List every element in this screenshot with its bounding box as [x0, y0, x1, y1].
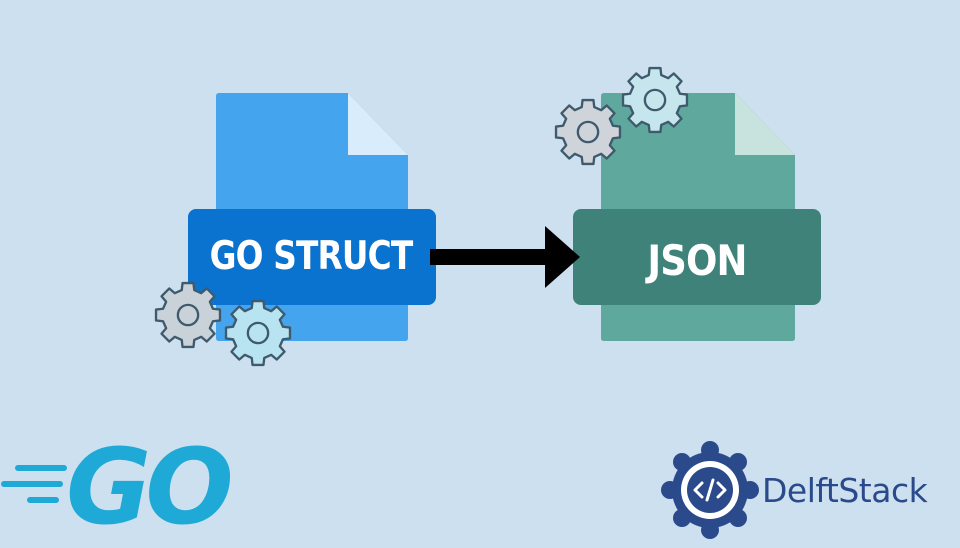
gear-icon: [621, 66, 689, 134]
json-label: JSON: [647, 235, 747, 285]
gear-icon: [554, 98, 622, 166]
go-logo: GO: [66, 426, 234, 548]
json-file-icon: [573, 93, 821, 341]
go-logo-speed-lines: [1, 465, 67, 503]
gear-icon: [224, 299, 292, 367]
arrow-right-icon: [430, 226, 580, 288]
delftstack-logo-icon: [661, 441, 759, 539]
go-struct-label: GO STRUCT: [209, 233, 414, 279]
code-icon: [693, 478, 727, 502]
go-struct-file-icon: [188, 93, 436, 341]
brand-name: DelftStack: [762, 470, 928, 510]
gear-icon: [154, 281, 222, 349]
